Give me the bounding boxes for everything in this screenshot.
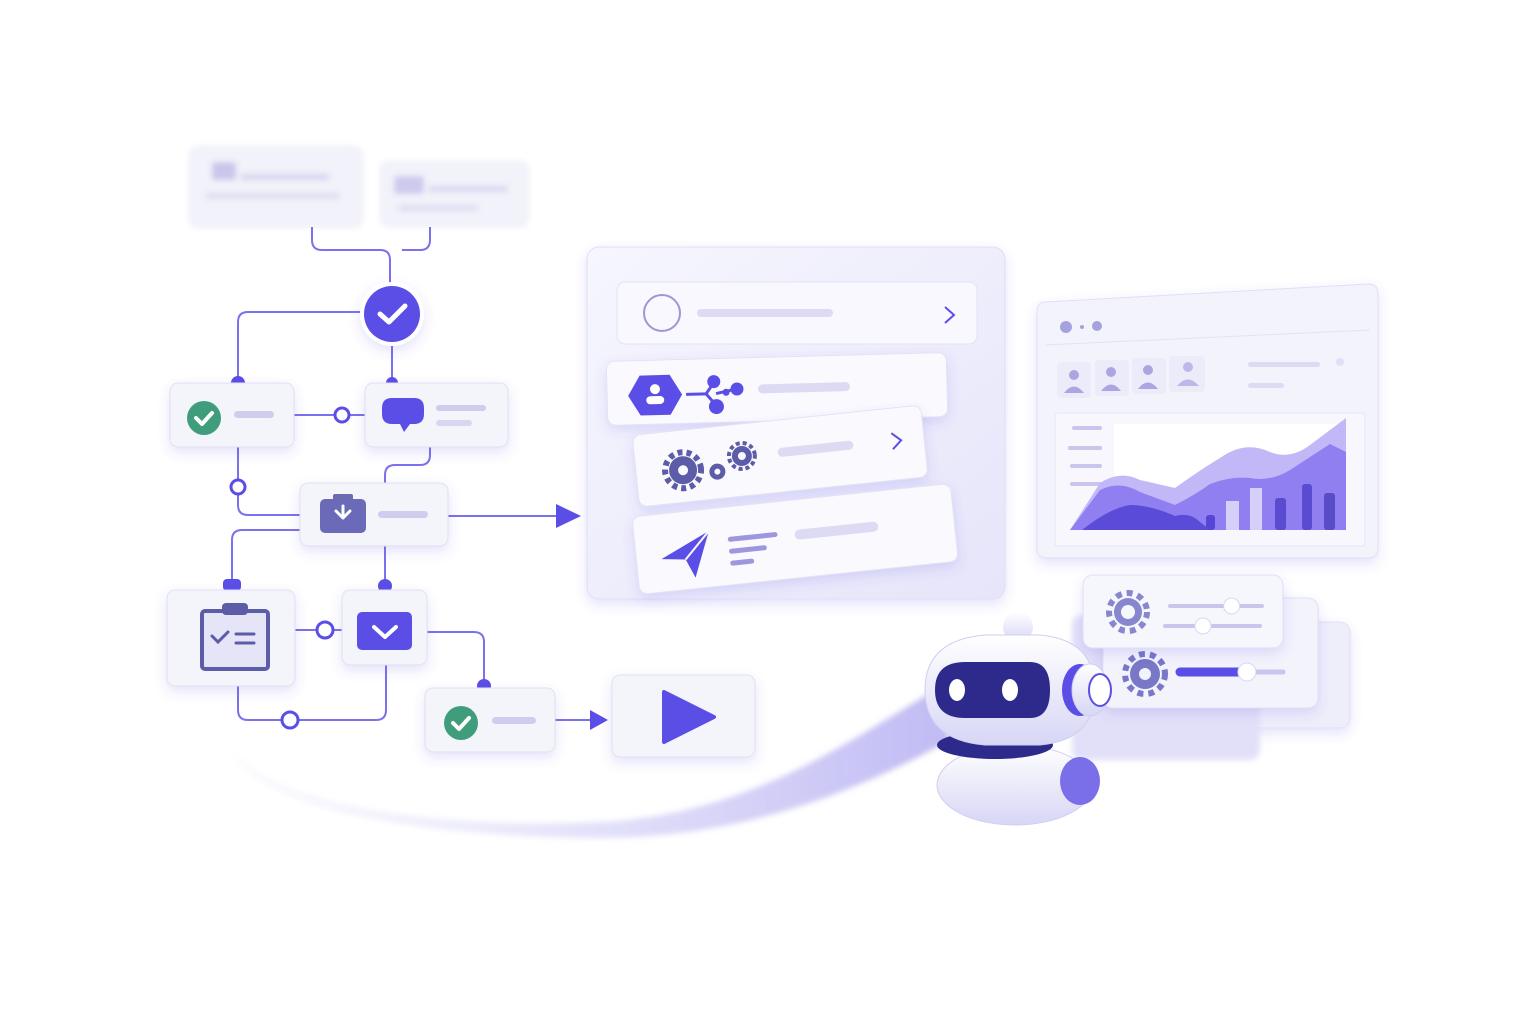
robot-eye [1002, 679, 1018, 701]
gear-icon [1122, 651, 1168, 697]
tasks-panel [586, 246, 1006, 600]
paper-plane-icon [661, 530, 709, 578]
chevron-right-icon [944, 306, 956, 324]
arrow-head [556, 504, 581, 528]
task-row[interactable] [632, 483, 959, 595]
window-dot [1092, 321, 1102, 331]
settings-card[interactable] [1082, 574, 1284, 649]
chart-bar [1324, 493, 1335, 530]
workflow-step-card[interactable] [424, 687, 556, 753]
workflow-step-card[interactable] [169, 382, 295, 448]
robot-mascot [924, 612, 1112, 826]
task-row[interactable] [632, 405, 928, 507]
network-nodes-icon [686, 375, 744, 415]
chevron-right-icon [890, 432, 903, 450]
task-row[interactable] [616, 281, 978, 345]
workflow-step-card[interactable] [166, 589, 296, 687]
workflow-step-card[interactable] [364, 382, 509, 448]
user-avatar-icon [1057, 356, 1205, 398]
chart-bar [1250, 488, 1262, 530]
chart-bar [1302, 484, 1312, 530]
area-chart [1070, 418, 1346, 530]
radio-icon [643, 294, 681, 332]
workflow-step-card[interactable] [299, 482, 449, 547]
chevron-down-icon [372, 625, 398, 639]
swoosh-ribbon [230, 690, 950, 839]
gear-icon [1106, 590, 1150, 634]
user-hexagon-icon [628, 374, 683, 416]
arrow-head [590, 710, 608, 730]
slider-knob[interactable] [1237, 662, 1257, 682]
chart-bar [1275, 498, 1286, 530]
chart-bar [1206, 515, 1215, 530]
blurred-card [189, 146, 363, 228]
window-dot [1060, 321, 1072, 333]
check-icon [377, 303, 408, 325]
gears-icon [662, 440, 757, 492]
chat-bubble-icon [382, 398, 424, 432]
approve-node[interactable] [360, 282, 424, 346]
clipboard-checklist-icon [200, 603, 270, 671]
briefcase-download-icon [320, 494, 366, 533]
check-circle-icon [187, 401, 221, 435]
task-row[interactable] [605, 352, 949, 426]
play-card[interactable] [611, 674, 756, 758]
play-icon [662, 690, 716, 744]
blurred-card [380, 161, 529, 227]
slider-knob[interactable] [1223, 597, 1241, 615]
slider-knob[interactable] [1194, 617, 1212, 635]
settings-stack [1072, 574, 1351, 760]
robot-eye [949, 679, 965, 701]
chart-bar [1226, 501, 1239, 530]
dashboard-panel [1036, 283, 1379, 559]
workflow-step-card[interactable] [341, 589, 428, 666]
check-circle-icon [444, 706, 478, 740]
